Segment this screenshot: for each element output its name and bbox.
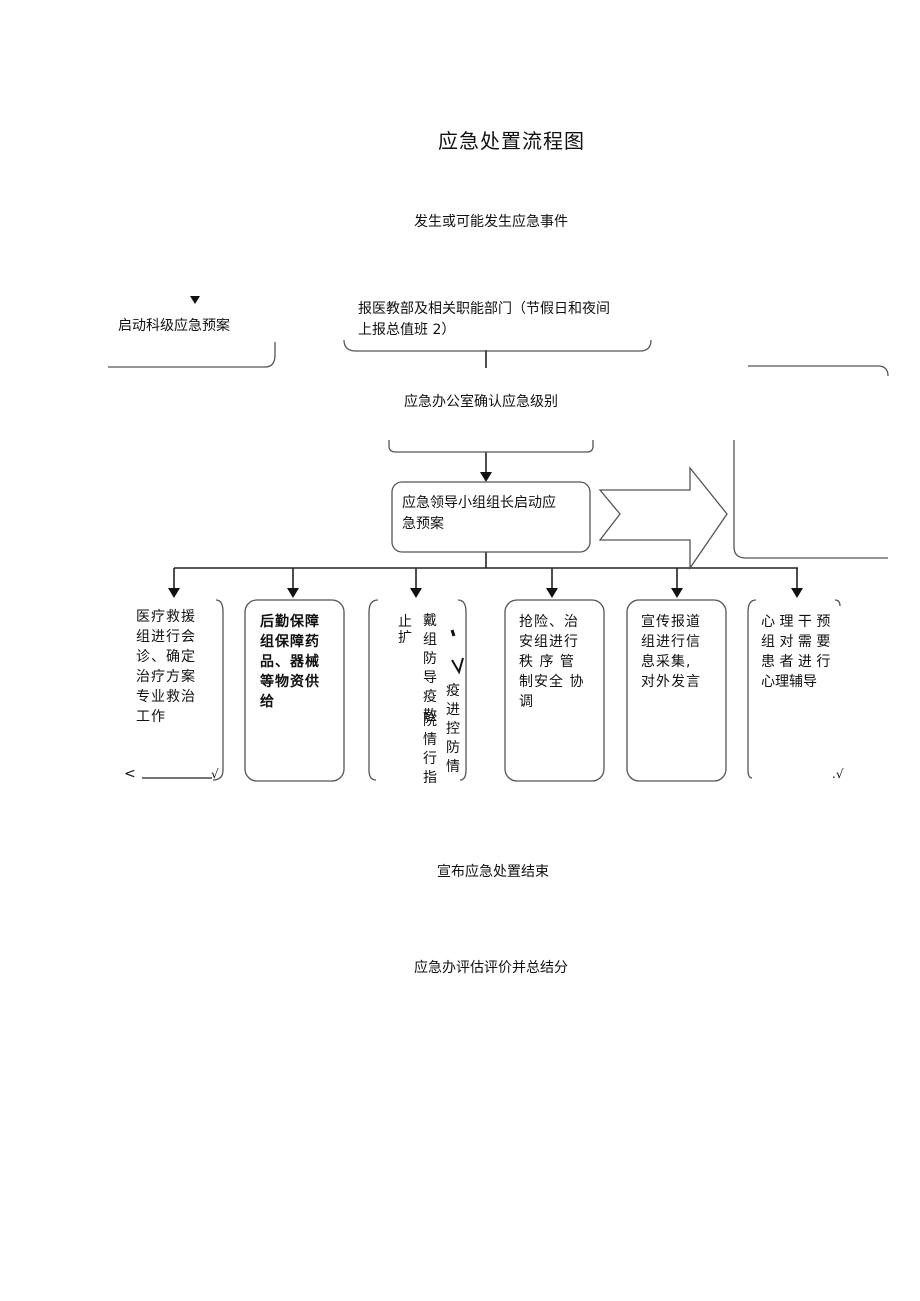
group-box-5 [626,599,727,782]
group-medical-line: 医疗救援 [136,609,196,625]
step-leader-line2: 急预案 [402,516,444,532]
group-publicity-line: 对外发言 [641,674,701,690]
step-end: 宣布应急处置结束 [437,864,549,880]
group-medical-mark-left: < [124,766,136,782]
group-box-4 [504,599,605,782]
group-medical-line: 组进行会 [136,629,196,645]
group-security-line: 制安全 协 [519,674,585,690]
group-3-check [451,657,464,675]
step-evaluate: 应急办评估评价并总结分 [414,960,568,976]
group-logistics-line: 后勤保障 [260,614,320,630]
group-security-line: 安组进行 [519,634,579,650]
group-prevention-char: 扩 [398,630,413,646]
group-security: 抢险、治 安组进行 秩 序 管 制安全 协 调 [519,612,584,712]
group-prevention-col1: 止 扩 [398,612,414,648]
report-box-outline [343,339,652,352]
group-security-line: 调 [519,694,534,710]
step-confirm-level: 应急办公室确认应急级别 [404,394,558,410]
group-box-3-outline [368,599,467,781]
small-arrow-head [190,296,200,304]
group-medical-line: 治疗方案 [136,669,196,685]
right-box-outline [748,365,889,377]
step-leader-line1: 应急领导小组组长启动应 [402,495,556,511]
arrow-head-leader [480,472,492,482]
group-security-line: 抢险、治 [519,614,579,630]
group-medical: 医疗救援 组进行会 诊、确定 治疗方案 专业救治 工作 [136,607,196,727]
group-box-6-outline [747,599,841,779]
group-security-line: 秩 序 管 [519,654,575,670]
group-publicity-line: 息采集, [641,654,692,670]
group-psychology: 心 理 干 预 组 对 需 要 患 者 进 行 心理辅导 [761,612,830,692]
step-dept-plan: 启动科级应急预案 [118,318,230,334]
page-title: 应急处置流程图 [438,129,585,153]
leader-box [391,481,591,553]
group-publicity-line: 组进行信 [641,634,701,650]
group-logistics-line: 品、器械 [260,654,320,670]
group-logistics-line: 给 [260,694,275,710]
group-prevention-char: 止 [398,614,413,630]
group-prevention-col3: 院情行指 [423,713,438,786]
group-medical-line: 工作 [136,709,166,725]
step-report-line2: 上报总值班 2） [358,322,456,338]
group-psychology-line: 患 者 进 行 [761,654,831,670]
group-publicity: 宣传报道 组进行信 息采集, 对外发言 [641,612,701,692]
group-medical-check: √ [211,767,219,781]
group-prevention-col4: 疫进控防情 [446,683,461,775]
block-arrow-right [598,466,728,571]
group-psychology-line: 心 理 干 预 [761,614,831,630]
dept-box-outline [108,342,276,368]
group-box-2 [244,599,345,782]
group-publicity-line: 宣传报道 [641,614,701,630]
group-logistics-line: 等物资供 [260,674,320,690]
group-3-tick [450,629,456,637]
group-psychology-line: 心理辅导 [761,674,817,690]
group-medical-line: 专业救治 [136,689,196,705]
group-box-1-outline [212,599,224,781]
group-logistics-line: 组保障药 [260,634,320,650]
group-medical-line: 诊、确定 [136,649,196,665]
group-psychology-line: 组 对 需 要 [761,634,831,650]
group-drops [168,568,803,598]
group-logistics: 后勤保障 组保障药 品、器械 等物资供 给 [260,612,320,712]
right-tall-box-outline [733,440,888,559]
group-psychology-mark: .√ [832,767,844,781]
group-prevention-col2: 戴组防导疫散 [423,613,438,724]
step-occur: 发生或可能发生应急事件 [414,214,568,230]
confirm-box-outline [388,440,594,453]
step-report-line1: 报医教部及相关职能部门（节假日和夜间 [358,301,610,317]
